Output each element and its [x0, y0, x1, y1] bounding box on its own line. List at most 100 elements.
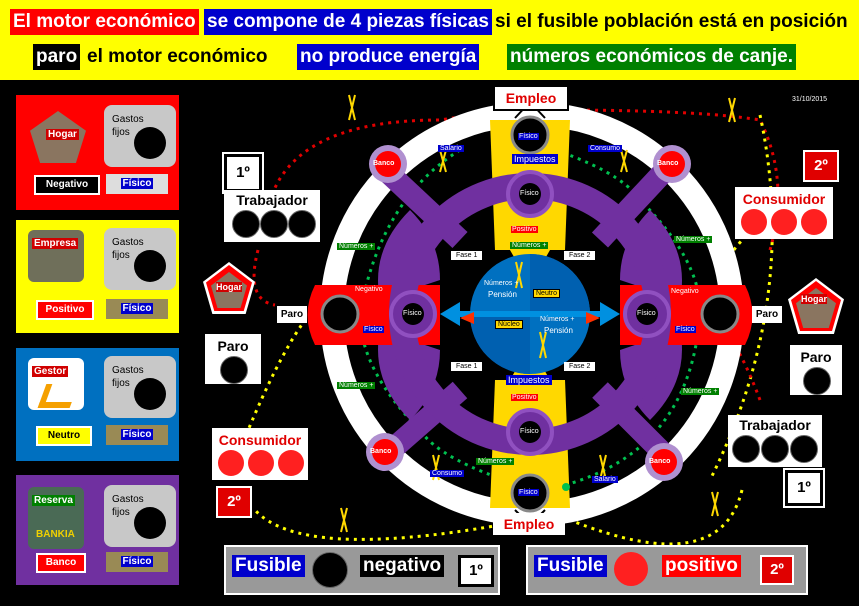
- panel-hogar: Hogar Gastos fijos Negativo Físico: [16, 95, 179, 210]
- header-seg-5: el motor económico: [87, 46, 268, 67]
- fusible-label: Fusible: [232, 555, 305, 577]
- header-seg-1: El motor económico: [10, 9, 199, 35]
- gestor-image: Gestor: [28, 358, 84, 410]
- fisico-label: Físico: [675, 326, 696, 333]
- reserva-image: Reserva BANKIA: [28, 487, 84, 549]
- number-1-box: 1º: [222, 152, 264, 194]
- black-face-icon: [220, 356, 248, 384]
- number-1-box: 1º: [783, 468, 825, 508]
- paro-person-label: Paro: [790, 345, 842, 395]
- red-face-icon: [741, 209, 767, 235]
- fusible-number: 2º: [760, 555, 794, 585]
- impuestos-label: Impuestos: [506, 375, 552, 385]
- banco-node-label: Banco: [649, 458, 671, 465]
- pension-label: Pensión: [488, 290, 517, 299]
- black-face-icon: [761, 435, 789, 463]
- black-face-icon: [803, 367, 831, 395]
- tag-fisico: Físico: [106, 425, 168, 445]
- black-face-icon: [288, 210, 316, 238]
- fisico-label: Físico: [518, 133, 539, 140]
- red-face-icon: [614, 552, 648, 586]
- numeros-plus-label: Números +: [337, 243, 376, 250]
- number-2-box: 2º: [216, 486, 252, 518]
- black-face-icon: [732, 435, 760, 463]
- nucleo-label: Núcleo: [495, 320, 523, 329]
- numeros-plus-label: Números +: [540, 316, 575, 323]
- black-face-icon: [790, 435, 818, 463]
- panel-reserva: Reserva BANKIA Gastos fijos Banco Físico: [16, 475, 179, 585]
- fisico-label: Físico: [518, 489, 539, 496]
- numeros-plus-label: Números +: [484, 280, 519, 287]
- header-seg-3: si el fusible población está en posición: [495, 11, 848, 32]
- numeros-plus-label: Números +: [510, 242, 549, 249]
- empresa-image: Empresa: [28, 230, 84, 282]
- banco-node-label: Banco: [657, 160, 679, 167]
- consumo-label: Consumo: [588, 145, 622, 152]
- gastos-fijos-box: Gastos fijos: [104, 105, 176, 167]
- tag-fisico: Físico: [106, 174, 168, 194]
- fusible-number: 1º: [458, 555, 494, 587]
- numeros-plus-label: Números +: [476, 458, 515, 465]
- panel-gestor: Gestor Gastos fijos Neutro Físico: [16, 348, 179, 461]
- salario-label: Salario: [438, 145, 464, 152]
- pension-label: Pensión: [544, 326, 573, 335]
- neutro-label: Neutro: [533, 289, 561, 298]
- gastos-fijos-box: Gastos fijos: [104, 356, 176, 418]
- red-face-icon: [248, 450, 274, 476]
- trabajador-label: Trabajador: [224, 190, 320, 242]
- fisico-label: Físico: [403, 310, 422, 317]
- negativo-label: Negativo: [671, 288, 699, 295]
- fase-label: Fase 1: [451, 362, 483, 371]
- paro-person-label: Paro: [205, 334, 261, 384]
- fusible-label: Fusible: [534, 555, 607, 577]
- fisico-label: Físico: [520, 190, 539, 197]
- paro-label: Paro: [277, 306, 307, 323]
- salario-label: Salario: [592, 476, 618, 483]
- header-seg-4: paro: [33, 44, 81, 70]
- numeros-plus-label: Números +: [674, 236, 713, 243]
- tag-banco: Banco: [36, 553, 86, 573]
- tag-fisico: Físico: [106, 299, 168, 319]
- black-face-icon: [232, 210, 260, 238]
- black-ball-icon: [134, 378, 166, 410]
- red-face-icon: [801, 209, 827, 235]
- fase-label: Fase 2: [564, 251, 596, 260]
- banco-node-label: Banco: [373, 160, 395, 167]
- black-ball-icon: [134, 507, 166, 539]
- red-face-icon: [771, 209, 797, 235]
- paro-label: Paro: [752, 306, 782, 323]
- black-face-icon: [260, 210, 288, 238]
- fisico-label: Físico: [363, 326, 384, 333]
- impuestos-label: Impuestos: [512, 154, 558, 164]
- header-seg-2: se compone de 4 piezas físicas: [204, 9, 492, 35]
- header-seg-6: no produce energía: [297, 44, 480, 70]
- fusible-state: positivo: [662, 555, 741, 577]
- header-banner: El motor económico se compone de 4 pieza…: [0, 0, 859, 80]
- positivo-label: Positivo: [511, 394, 538, 401]
- fusible-negativo-box: Fusible negativo 1º: [224, 545, 500, 595]
- tag-neutro: Neutro: [36, 426, 92, 446]
- tag-fisico: Físico: [106, 552, 168, 572]
- fase-label: Fase 2: [564, 362, 596, 371]
- fase-label: Fase 1: [451, 251, 483, 260]
- consumo-label: Consumo: [430, 470, 464, 477]
- numeros-plus-label: Números +: [681, 388, 720, 395]
- fisico-label: Físico: [637, 310, 656, 317]
- black-face-icon: [312, 552, 348, 588]
- tag-positivo: Positivo: [36, 300, 94, 320]
- positivo-label: Positivo: [511, 226, 538, 233]
- consumidor-label: Consumidor: [735, 187, 833, 239]
- empleo-top-label: Empleo: [493, 85, 569, 111]
- header-seg-7: números económicos de canje.: [507, 44, 796, 70]
- fusible-positivo-box: Fusible positivo 2º: [526, 545, 808, 595]
- gastos-fijos-box: Gastos fijos: [104, 485, 176, 547]
- gastos-fijos-box: Gastos fijos: [104, 228, 176, 290]
- date-label: 31/10/2015: [792, 96, 828, 103]
- panel-empresa: Empresa Gastos fijos Positivo Físico: [16, 220, 179, 333]
- number-2-box: 2º: [803, 150, 839, 182]
- fisico-label: Físico: [520, 428, 539, 435]
- numeros-plus-label: Números +: [337, 382, 376, 389]
- banco-node-label: Banco: [370, 448, 392, 455]
- negativo-label: Negativo: [355, 286, 383, 293]
- consumidor-label: Consumidor: [212, 428, 308, 480]
